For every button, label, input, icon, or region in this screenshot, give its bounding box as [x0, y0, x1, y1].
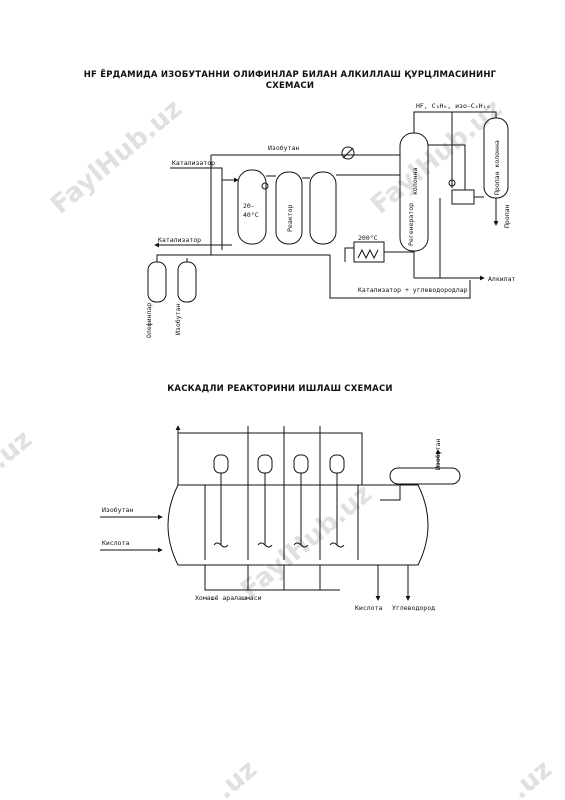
label-kislota-out: Кислота	[355, 604, 382, 612]
bottom-feed-manifold	[204, 565, 340, 591]
label-regenerator: Регенератор	[407, 203, 415, 246]
separator-drain	[380, 485, 401, 501]
pump-icon	[448, 179, 456, 187]
label-temp200: 200°С	[358, 234, 378, 242]
return-loop	[329, 262, 471, 299]
vessel-partitions	[204, 485, 359, 560]
label-kolonna: колонна	[411, 168, 419, 195]
reactor-vessel-3	[309, 171, 337, 245]
label-propan: Пропан	[503, 204, 511, 228]
catalyst-line-top	[170, 167, 223, 250]
agitator-shafts	[220, 473, 338, 545]
watermark: FaylHub.uz	[365, 94, 508, 221]
label-propan-kolonna: Пропан колонна	[493, 140, 501, 195]
separator-drum	[389, 467, 461, 485]
cascade-reactor-vessel	[167, 484, 429, 566]
label-katalizator-top: Катализатор	[172, 159, 215, 167]
watermark: .uz	[210, 754, 263, 800]
heater-feed	[344, 247, 354, 262]
label-temp: 20-	[243, 202, 255, 210]
watermark: .uz	[505, 754, 558, 800]
agitator-motor-1	[213, 454, 229, 474]
diagram2-title: КАСКАДЛИ РЕАКТОРИНИ ИШЛАШ СХЕМАСИ	[167, 384, 393, 394]
watermark: FaylHub.uz	[235, 479, 378, 606]
diagram2	[100, 426, 461, 601]
watermark: .uz	[0, 424, 38, 475]
label-hf-line: НF, С₃Н₈, изо-С₄Н₁₀	[416, 102, 490, 110]
diagram1-title: НF ЁРДАМИДА ИЗОБУТАННИ ОЛИФИНЛАР БИЛАН А…	[40, 70, 540, 92]
label-izobutan-out: Изобутан	[434, 439, 442, 470]
valve-icon	[341, 146, 355, 160]
drum-line-1	[156, 254, 211, 262]
watermark: FaylHub.uz	[45, 94, 188, 221]
diagram2-labels: Изобутан Изобутан Кислота Хомашё аралашм…	[102, 439, 442, 612]
agitator-motor-2	[257, 454, 273, 474]
bottom-manifold	[205, 254, 331, 262]
label-kislota-in: Кислота	[102, 539, 129, 547]
heat-exchanger	[451, 189, 475, 205]
label-reaktor: Реактор	[286, 205, 294, 232]
label-alkilat: Алкилат	[488, 275, 515, 283]
risers	[177, 433, 321, 485]
feed-drum-isobutane	[177, 261, 197, 303]
label-olefinlar: Олефинлар	[145, 303, 153, 338]
label-izobutan-feed: Изобутан	[174, 304, 182, 335]
label-katalizator-mid: Катализатор	[158, 236, 201, 244]
agitator-impellers	[213, 542, 345, 548]
reactor-vessel-1	[237, 169, 267, 245]
feed-drum-olefins	[147, 261, 167, 303]
pump-icon	[261, 182, 269, 190]
heater-coil	[357, 248, 379, 260]
label-izobutan-in: Изобутан	[102, 506, 133, 514]
riser-arrows	[178, 426, 321, 433]
diagram1-title-line2: СХЕМАСИ	[265, 81, 315, 91]
label-homashe: Хомашё аралашмаси	[195, 594, 262, 602]
diagram1-title-line1: НF ЁРДАМИДА ИЗОБУТАННИ ОЛИФИНЛАР БИЛАН А…	[83, 70, 497, 80]
label-izobutan-top: Изобутан	[268, 144, 299, 152]
side-draw	[428, 144, 466, 190]
valve-slash	[342, 147, 354, 159]
label-katalizator-bottom: Катализатор + углеводородлар	[358, 286, 468, 294]
reactor-vessel-2	[275, 171, 303, 245]
overhead-line	[413, 111, 497, 133]
diagram1	[147, 111, 509, 303]
label-temp2: 40°С	[243, 211, 259, 219]
agitator-motor-3	[293, 454, 309, 474]
agitator-motor-4	[329, 454, 345, 474]
diagram1-labels: Изобутан Катализатор Катализатор 20- 40°…	[145, 102, 515, 338]
label-uglevodorod: Углеводород	[392, 604, 435, 612]
top-header	[178, 432, 363, 485]
